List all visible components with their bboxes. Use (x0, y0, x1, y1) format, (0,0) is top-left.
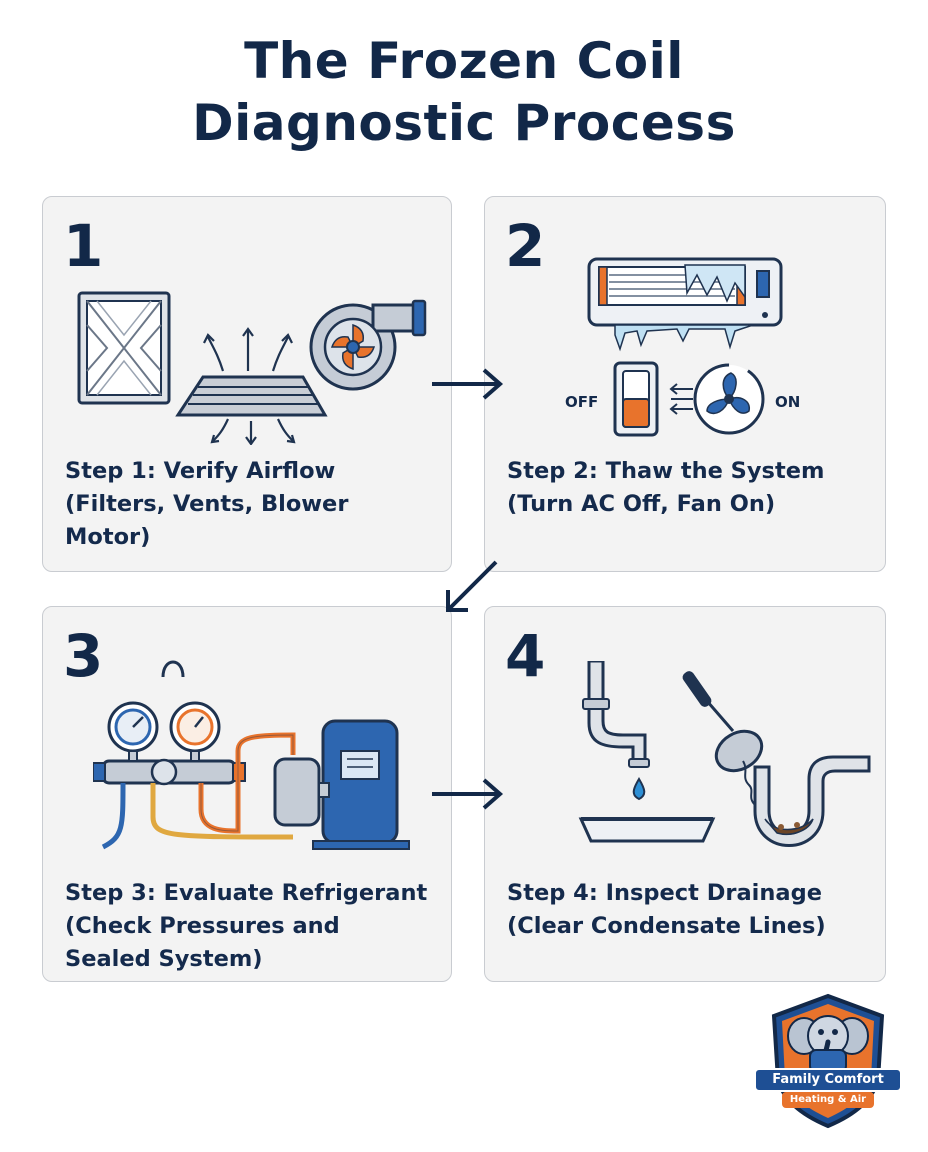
off-on-illustration (613, 361, 765, 437)
step-3-card: 3 (42, 606, 452, 982)
vent-airflow-icon (175, 327, 328, 445)
step-1-line-1: Step 1: Verify Airflow (65, 458, 336, 484)
blower-motor-icon (309, 299, 427, 391)
title-line-2: Diagnostic Process (192, 94, 736, 152)
drainage-illustration (578, 661, 871, 847)
arrow-down-left-icon (446, 560, 498, 612)
step-2-description: Step 2: Thaw the System (Turn AC Off, Fa… (507, 455, 871, 521)
step-number: 3 (63, 622, 104, 690)
step-3-line-1: Step 3: Evaluate Refrigerant (65, 880, 428, 906)
step-4-line-2: (Clear Condensate Lines) (507, 913, 826, 939)
step-4-line-1: Step 4: Inspect Drainage (507, 880, 822, 906)
step-2-line-2: (Turn AC Off, Fan On) (507, 491, 776, 517)
drain-pan-icon (578, 817, 716, 843)
step-4-card: 4 Step 4: Inspect Drainage (Clear Conden… (484, 606, 886, 982)
step-2-card: 2 OFF ON (484, 196, 886, 572)
title-line-1: The Frozen Coil (244, 32, 684, 90)
step-3-line-3: Sealed System) (65, 946, 263, 972)
step-3-line-2: (Check Pressures and (65, 913, 340, 939)
logo-tagline: Heating & Air (782, 1092, 874, 1108)
step-1-line-3: Motor) (65, 524, 151, 550)
on-label: ON (775, 393, 801, 411)
air-filter-icon (77, 291, 171, 405)
fan-icon (693, 363, 765, 435)
step-1-line-2: (Filters, Vents, Blower (65, 491, 349, 517)
drain-pipe-icon (582, 661, 650, 801)
step-number: 4 (505, 622, 546, 690)
step-number: 1 (63, 212, 104, 280)
airflow-illustration (77, 291, 427, 445)
refrigerant-illustration (93, 660, 410, 850)
step-1-description: Step 1: Verify Airflow (Filters, Vents, … (65, 455, 437, 554)
step-1-card: 1 (42, 196, 452, 572)
company-logo: Family Comfort Heating & Air (754, 990, 902, 1130)
step-2-line-1: Step 2: Thaw the System (507, 458, 825, 484)
manifold-gauge-icon (93, 660, 246, 786)
logo-brand-name: Family Comfort (754, 1068, 902, 1092)
power-switch-icon (613, 361, 659, 437)
arrow-right-icon (432, 778, 504, 810)
compressor-icon (273, 719, 410, 850)
plunger-icon (682, 671, 764, 806)
arrow-right-icon (432, 368, 504, 400)
page-title: The Frozen Coil Diagnostic Process (0, 30, 928, 154)
step-number: 2 (505, 212, 546, 280)
off-label: OFF (565, 393, 599, 411)
step-3-description: Step 3: Evaluate Refrigerant (Check Pres… (65, 877, 437, 976)
elephant-mascot-icon (771, 993, 885, 1129)
step-4-description: Step 4: Inspect Drainage (Clear Condensa… (507, 877, 871, 943)
frozen-ac-unit-icon (587, 257, 783, 352)
clogged-pipe-icon (753, 755, 871, 847)
